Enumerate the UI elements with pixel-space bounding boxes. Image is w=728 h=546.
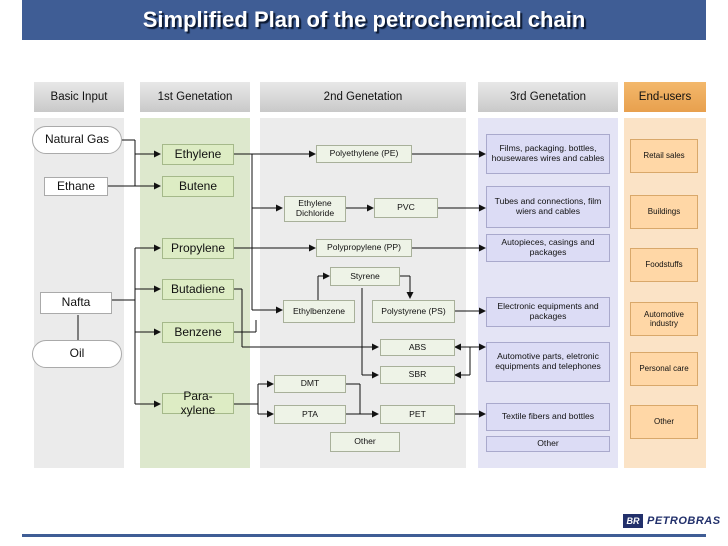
node-natural-gas: Natural Gas — [32, 126, 122, 154]
node-sbr: SBR — [380, 366, 455, 384]
node-automotive-parts: Automotive parts, eletronic equipments a… — [486, 342, 610, 382]
header-end-users: End-users — [624, 82, 706, 112]
header-gen2: 2nd Genetation — [260, 82, 466, 112]
node-polypropylene: Polypropylene (PP) — [316, 239, 412, 257]
node-textile-fibers: Textile fibers and bottles — [486, 403, 610, 431]
header-gen3: 3rd Genetation — [478, 82, 618, 112]
node-abs: ABS — [380, 339, 455, 356]
petrobras-logo-text: PETROBRAS — [647, 515, 721, 527]
node-butadiene: Butadiene — [162, 279, 234, 300]
node-gen2-other: Other — [330, 432, 400, 452]
node-retail-sales: Retail sales — [630, 139, 698, 173]
node-oil: Oil — [32, 340, 122, 368]
petrobras-logo-icon: BR — [623, 514, 643, 528]
node-pvc: PVC — [374, 198, 438, 218]
node-tubes-connections: Tubes and connections, film wiers and ca… — [486, 186, 610, 228]
node-ethane: Ethane — [44, 177, 108, 196]
node-ethylbenzene: Ethylbenzene — [283, 300, 355, 323]
node-pet: PET — [380, 405, 455, 424]
node-nafta: Nafta — [40, 292, 112, 314]
node-personal-care: Personal care — [630, 352, 698, 386]
node-propylene: Propylene — [162, 238, 234, 259]
node-foodstuffs: Foodstuffs — [630, 248, 698, 282]
node-electronic-equipments: Electronic equipments and packages — [486, 297, 610, 327]
node-butene: Butene — [162, 176, 234, 197]
node-polyethylene: Polyethylene (PE) — [316, 145, 412, 163]
node-ethylene-dichloride: Ethylene Dichloride — [284, 196, 346, 222]
node-films-packaging: Films, packaging. bottles, housewares wi… — [486, 134, 610, 174]
node-benzene: Benzene — [162, 322, 234, 343]
node-pta: PTA — [274, 405, 346, 424]
header-basic-input: Basic Input — [34, 82, 124, 112]
title-bar — [22, 0, 706, 40]
node-buildings: Buildings — [630, 195, 698, 229]
diagram-title: Simplified Plan of the petrochemical cha… — [142, 7, 586, 32]
node-ethylene: Ethylene — [162, 144, 234, 165]
node-end-other: Other — [630, 405, 698, 439]
node-styrene: Styrene — [330, 267, 400, 286]
header-gen1: 1st Genetation — [140, 82, 250, 112]
node-dmt: DMT — [274, 375, 346, 393]
node-autopieces: Autopieces, casings and packages — [486, 234, 610, 262]
node-automotive-industry: Automotive industry — [630, 302, 698, 336]
footer-line — [22, 534, 706, 537]
node-polystyrene: Polystyrene (PS) — [372, 300, 455, 323]
node-gen3-other: Other — [486, 436, 610, 452]
node-paraxylene: Para-xylene — [162, 389, 234, 416]
